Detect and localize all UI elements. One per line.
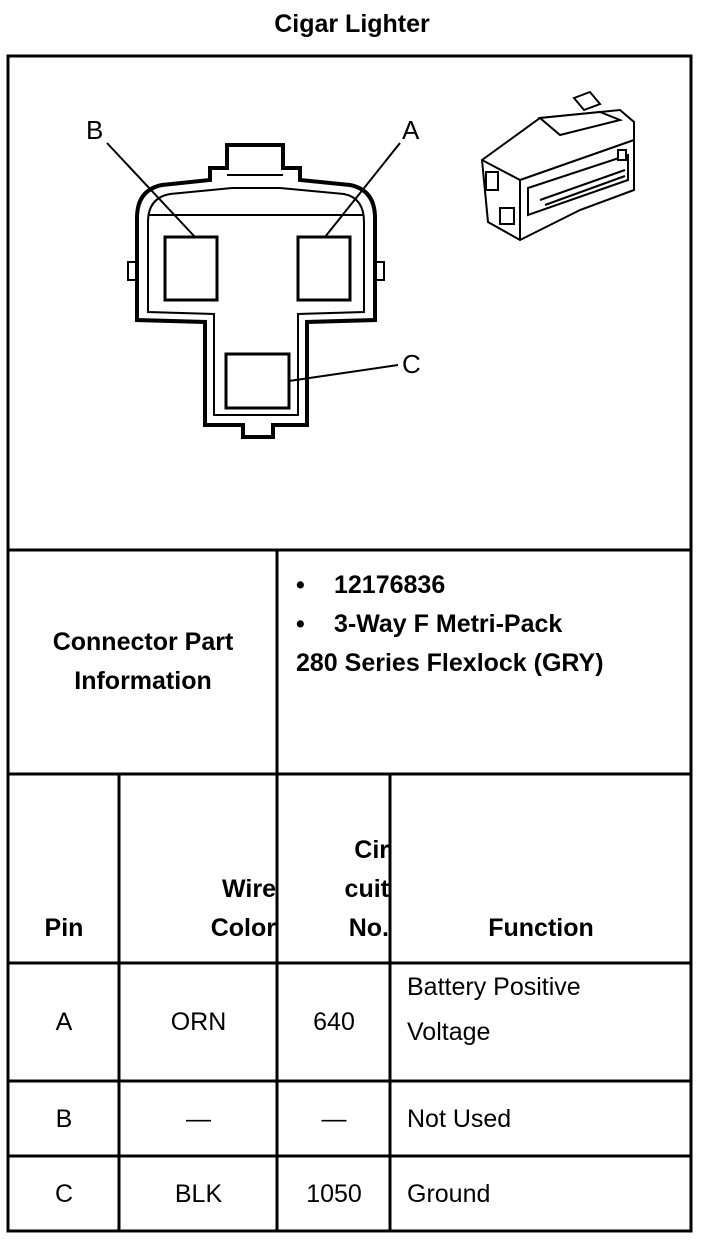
row-c-circuit: 1050 (306, 1179, 362, 1208)
header-circuit: Cir cuit No. (279, 776, 389, 948)
row-a-function-line2: Voltage (407, 1018, 491, 1046)
header-pin: Pin (44, 914, 84, 942)
header-wire-color: Wire Color (121, 776, 276, 948)
bullet-glyph: • (296, 610, 305, 638)
connector-series: 280 Series Flexlock (GRY) (296, 649, 604, 677)
row-a-function: Battery Positive Voltage (407, 965, 687, 1080)
header-wire-color-line2: Color (210, 914, 276, 942)
list-item: • 3-Way F Metri-Pack (296, 605, 686, 644)
row-c-wire: BLK (174, 1179, 223, 1208)
row-c-pin: C (54, 1179, 74, 1208)
connector-info-list: • 12176836 • 3-Way F Metri-Pack 280 Seri… (296, 566, 686, 683)
row-c-function: Ground (407, 1179, 491, 1208)
connector-type: 3-Way F Metri-Pack (334, 610, 563, 638)
header-circuit-line3: No. (348, 914, 389, 942)
pin-a-label: A (402, 115, 420, 145)
connector-diagram: B A C (86, 90, 635, 439)
connector-info-label-line2: Information (74, 667, 212, 695)
connector-iso-view (480, 90, 635, 242)
pin-b-label: B (86, 115, 103, 145)
connector-info-label: Connector Part Information (10, 552, 276, 772)
row-a-function-line1: Battery Positive (407, 973, 581, 1001)
list-item: • 12176836 (296, 566, 686, 605)
row-a-circuit: 640 (313, 1008, 355, 1036)
pin-c-label: C (402, 349, 421, 379)
row-a-wire: ORN (170, 1008, 227, 1036)
row-b-wire: — (186, 1104, 211, 1133)
page-title: Cigar Lighter (274, 10, 430, 38)
header-circuit-line2: cuit (344, 875, 389, 903)
row-b-circuit: — (321, 1104, 347, 1133)
row-b-pin: B (55, 1104, 73, 1133)
part-number: 12176836 (334, 571, 446, 599)
row-a-pin: A (55, 1008, 73, 1036)
header-function: Function (488, 914, 594, 942)
header-wire-color-line1: Wire (222, 875, 276, 903)
bullet-glyph: • (296, 571, 305, 599)
connector-info-label-line1: Connector Part (52, 628, 234, 656)
header-circuit-line1: Cir (354, 836, 389, 864)
row-b-function: Not Used (407, 1104, 512, 1133)
